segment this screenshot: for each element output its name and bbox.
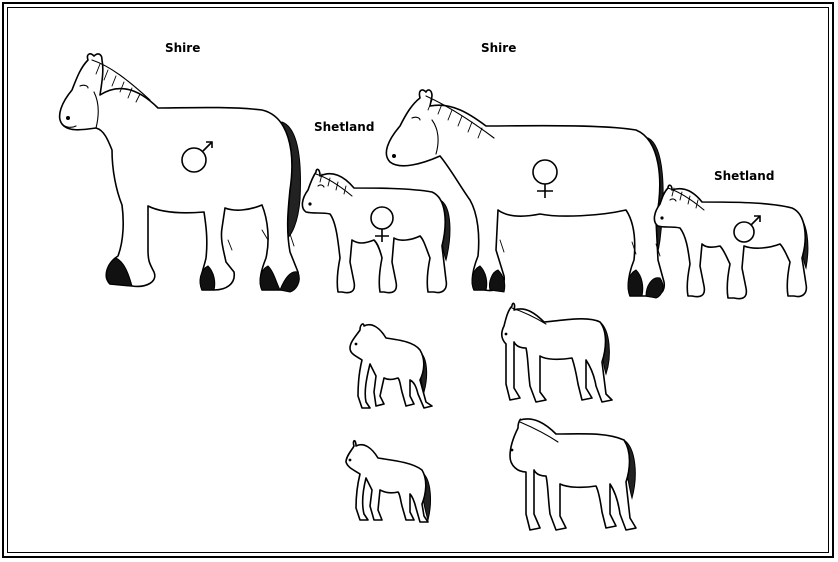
label-shetland-male: Shetland (714, 169, 774, 183)
foal-1 (350, 324, 432, 408)
foal-3 (346, 441, 430, 522)
foal-2 (502, 303, 612, 402)
label-shetland-female: Shetland (314, 120, 374, 134)
shire-stallion (60, 54, 301, 292)
shetland-stallion (654, 185, 807, 298)
label-shire-male: Shire (165, 41, 200, 55)
label-shire-female: Shire (481, 41, 516, 55)
shetland-mare (302, 169, 450, 292)
foal-4 (510, 419, 636, 530)
